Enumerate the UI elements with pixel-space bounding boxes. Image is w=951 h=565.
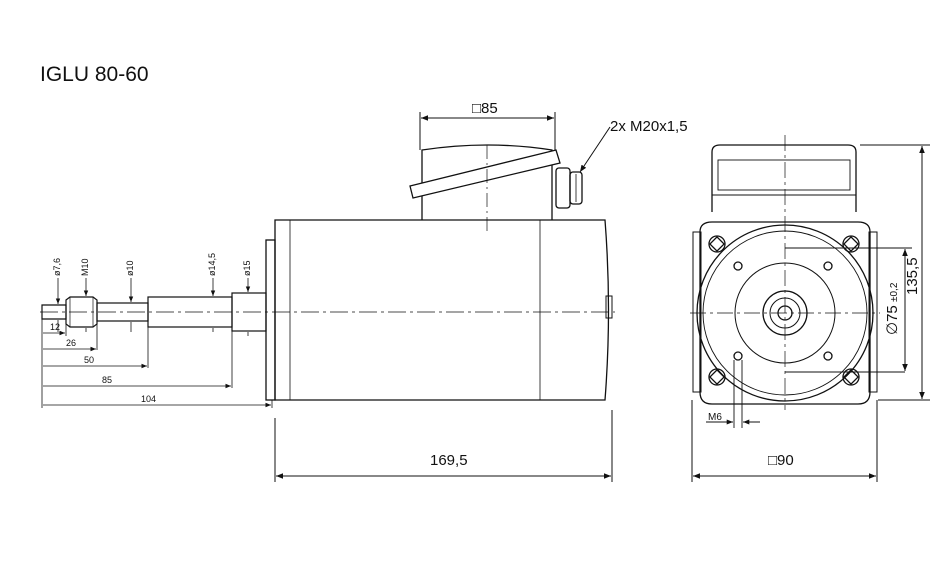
shaft-dia-3: ø10 bbox=[125, 260, 135, 276]
shaft-len-3: 50 bbox=[84, 355, 94, 365]
height-dim bbox=[860, 144, 930, 401]
flange-width-dim bbox=[691, 400, 878, 482]
cable-gland-label: 2x M20x1,5 bbox=[610, 118, 688, 135]
motor-length-dim bbox=[274, 410, 613, 482]
pilot-diameter-label: ∅75 bbox=[884, 305, 901, 335]
shaft-dia-2: M10 bbox=[80, 258, 90, 276]
terminal-box-width-label: □85 bbox=[472, 100, 498, 117]
shaft-dia-1: ø7,6 bbox=[52, 258, 62, 276]
drawing-title: IGLU 80-60 bbox=[40, 63, 149, 86]
shaft-len-5: 104 bbox=[141, 394, 156, 404]
shaft-length-dims bbox=[41, 319, 273, 408]
shaft-len-2: 26 bbox=[66, 338, 76, 348]
terminal-box-width-dim bbox=[419, 112, 556, 150]
shaft-len-1: 12 bbox=[50, 322, 60, 332]
flange-width-label: □90 bbox=[768, 452, 794, 469]
thread-dim bbox=[706, 360, 760, 428]
pilot-tolerance-label: ±0,2 bbox=[889, 282, 900, 302]
motor-side-view bbox=[265, 219, 613, 401]
height-label: 135,5 bbox=[904, 257, 921, 295]
shaft-dia-5: ø15 bbox=[242, 260, 252, 276]
pilot-diameter-dim bbox=[785, 247, 912, 373]
shaft-len-4: 85 bbox=[102, 375, 112, 385]
motor-length-label: 169,5 bbox=[430, 452, 468, 469]
terminal-box bbox=[409, 144, 583, 232]
cable-gland-leader bbox=[579, 126, 611, 173]
thread-label: M6 bbox=[708, 412, 722, 423]
shaft-diameter-markers bbox=[55, 278, 251, 336]
front-centerlines bbox=[690, 135, 880, 410]
shaft-dia-4: ø14,5 bbox=[207, 253, 217, 276]
